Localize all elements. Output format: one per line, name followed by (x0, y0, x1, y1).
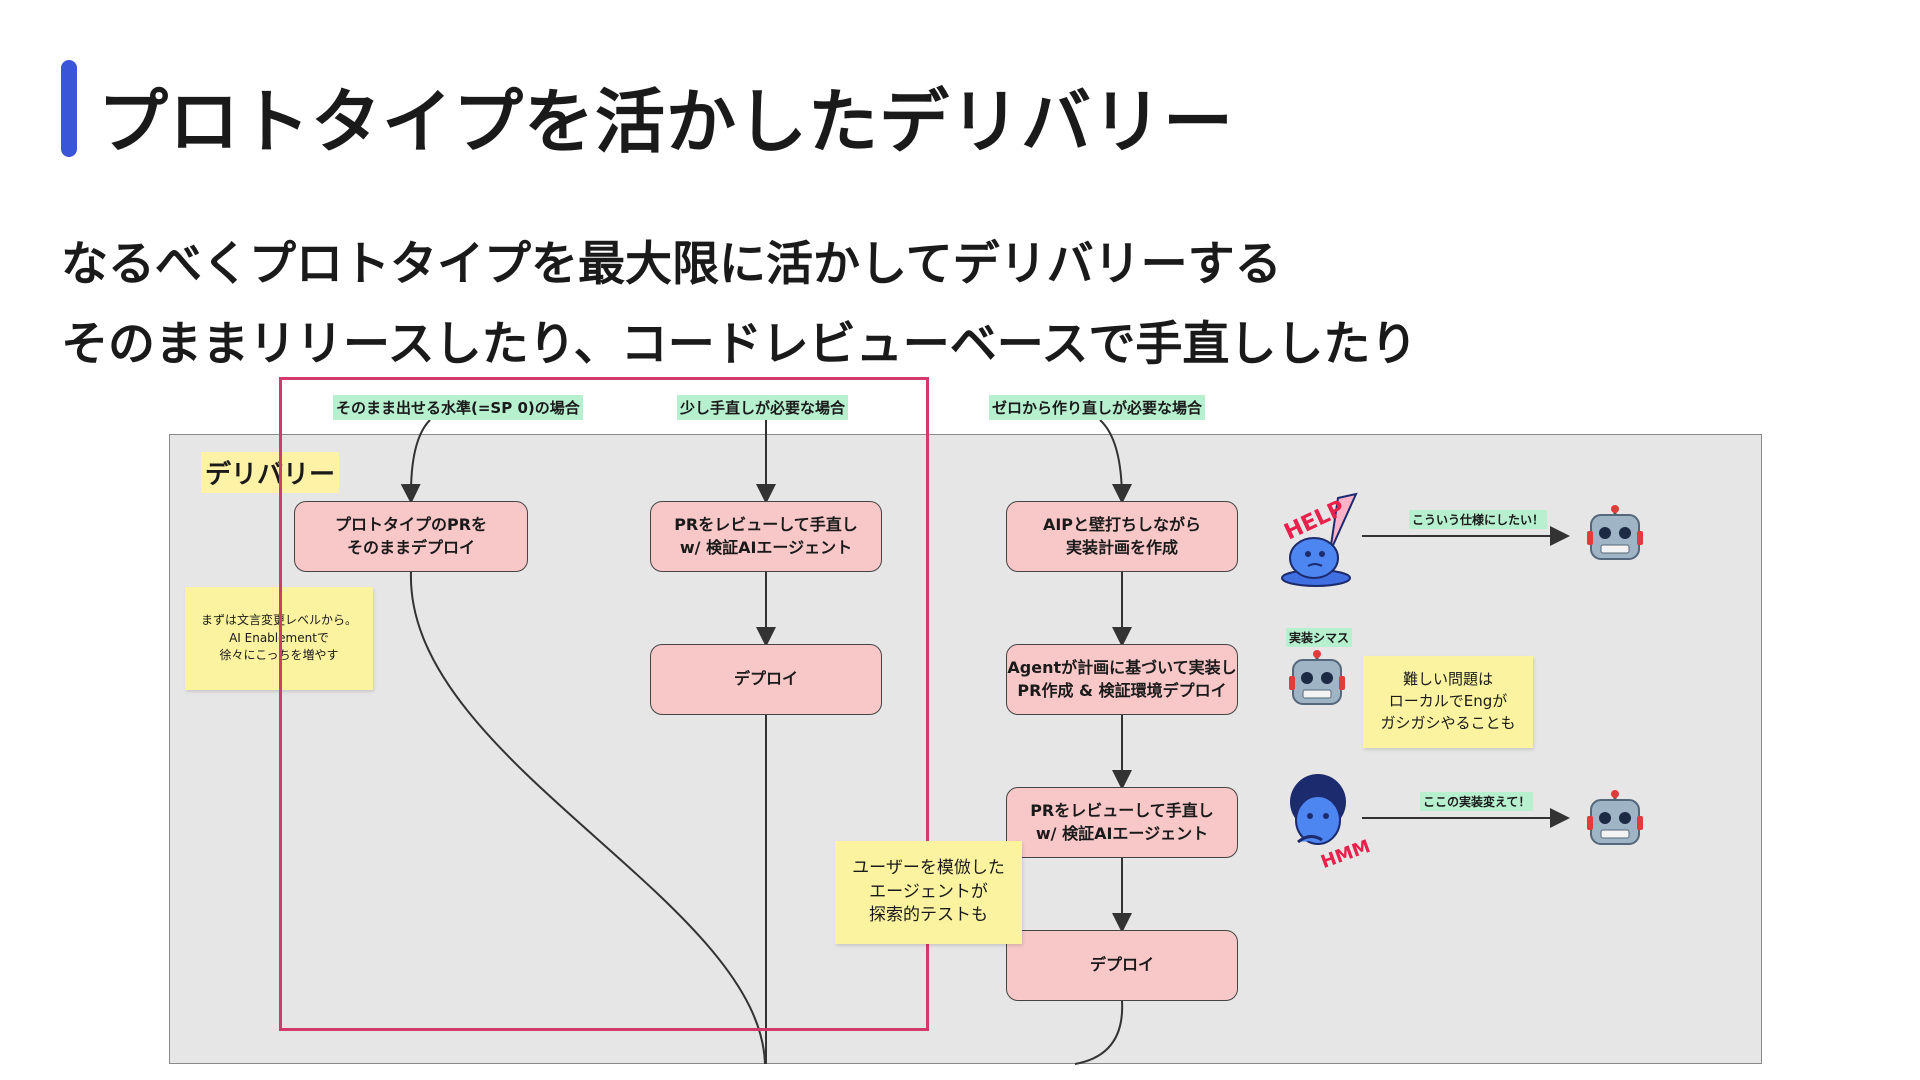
condition-rebuild: ゼロから作り直しが必要な場合 (989, 395, 1206, 420)
subtitle-line-2: そのままリリースしたり、コードレビューベースで手直ししたり (61, 317, 1418, 372)
box-agent-implement[interactable]: Agentが計画に基づいて実装し PR作成 & 検証環境デプロイ (1006, 644, 1238, 715)
box-plan[interactable]: AIPと壁打ちしながら 実装計画を作成 (1006, 501, 1238, 572)
box-prototype-pr-deploy[interactable]: プロトタイプのPRを そのままデプロイ (294, 501, 528, 572)
condition-minor-fix: 少し手直しが必要な場合 (677, 395, 849, 420)
box-pr-review-col3[interactable]: PRをレビューして手直し w/ 検証AIエージェント (1006, 787, 1238, 858)
connector-col1-in (400, 419, 431, 504)
page-title: プロトタイプを活かしたデリバリー (98, 81, 1234, 163)
help-sticker-icon: HELP (1268, 480, 1368, 590)
sticky-note-local-eng[interactable]: 難しい問題は ローカルでEngが ガシガシやることも (1363, 656, 1533, 748)
robot-icon (1585, 790, 1645, 854)
chip-spec-request: こういう仕様にしたい！ (1409, 510, 1548, 529)
box-deploy-col3[interactable]: デプロイ (1006, 930, 1238, 1001)
box-deploy-col2[interactable]: デプロイ (650, 644, 882, 715)
chip-implement: 実装シマス (1286, 628, 1353, 647)
connector-col3-in (1099, 419, 1132, 504)
connector-col3-out (1074, 1000, 1124, 1065)
robot-icon (1585, 505, 1645, 569)
hmm-sticker-icon: HMM (1270, 770, 1373, 873)
connector-col1-out (409, 571, 766, 1065)
highlight-frame (279, 377, 929, 1031)
subtitle-line-1: なるべくプロトタイプを最大限に活かしてデリバリーする (61, 237, 1282, 292)
chip-change-request: ここの実装変えて！ (1420, 792, 1534, 811)
condition-as-is: そのまま出せる水準(=SP 0)の場合 (333, 395, 583, 420)
box-pr-review-col2[interactable]: PRをレビューして手直し w/ 検証AIエージェント (650, 501, 882, 572)
board-label: デリバリー (201, 452, 340, 493)
title-accent-bar (61, 60, 77, 157)
sticky-note-exploratory-test[interactable]: ユーザーを模倣した エージェントが 探索的テストも (835, 841, 1022, 944)
robot-icon (1287, 650, 1347, 714)
